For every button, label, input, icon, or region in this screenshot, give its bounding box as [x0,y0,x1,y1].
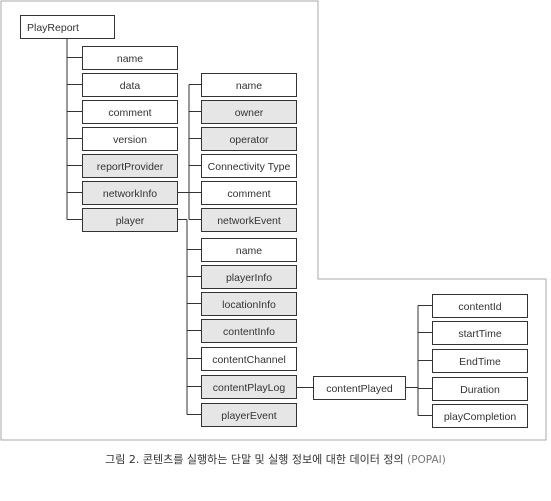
node-box-player-contentplaylog [201,375,297,399]
caption-source: (POPAI) [407,454,446,466]
node-box-networkinfo-networkevent [201,208,297,232]
node-player-contentinfo: contentInfo [201,319,297,343]
node-player-contentplaylog: contentPlayLog [201,375,297,399]
node-label-player-contentinfo: contentInfo [223,326,275,338]
node-box-name [82,46,178,70]
node-label-contentplayed-contentid: contentId [458,301,501,313]
node-reportprovider: reportProvider [82,154,178,178]
node-label-networkinfo-name: name [236,80,262,92]
node-box-reportprovider [82,154,178,178]
node-label-networkinfo-operator: operator [229,134,269,146]
node-box-player-contentchannel [201,347,297,371]
tree-diagram: PlayReport name data comment version reportPr… [0,0,547,441]
node-player: player [82,208,178,232]
node-contentplayed-starttime: startTime [432,321,528,345]
node-label-contentplayed-starttime: startTime [458,328,502,340]
node-player-contentchannel: contentChannel [201,347,297,371]
node-label-player-playerinfo: playerInfo [226,272,272,284]
node-label-networkinfo-owner: owner [235,107,264,119]
node-label-comment: comment [108,107,151,119]
node-box-contentplayed [313,376,406,400]
node-label-networkinfo-connectivity-type: Connectivity Type [208,161,291,173]
node-name: name [82,46,178,70]
node-label-playreport: PlayReport [27,22,79,34]
node-player-playerevent: playerEvent [201,403,297,427]
node-box-player-playerinfo [201,265,297,289]
node-box-playreport [20,15,115,39]
node-label-reportprovider: reportProvider [97,161,164,173]
node-label-contentplayed-playcompletion: playCompletion [444,411,517,423]
node-networkinfo-operator: operator [201,127,297,151]
node-contentplayed: contentPlayed [313,376,406,400]
node-box-contentplayed-duration [432,377,528,401]
node-player-playerinfo: playerInfo [201,265,297,289]
node-playreport: PlayReport [20,15,115,39]
node-box-player-name [201,238,297,262]
node-label-contentplayed-endtime: EndTime [459,356,501,368]
node-label-player-name: name [236,245,262,257]
node-contentplayed-duration: Duration [432,377,528,401]
node-box-data [82,73,178,97]
node-label-player-locationinfo: locationInfo [222,299,276,311]
node-label-player: player [116,215,145,227]
node-box-networkinfo-connectivity-type [201,154,297,178]
node-networkinfo: networkInfo [82,181,178,205]
caption-text: 그림 2. 콘텐츠를 실행하는 단말 및 실행 정보에 대한 데이터 정의 [105,453,404,466]
node-box-contentplayed-endtime [432,349,528,373]
node-box-player-contentinfo [201,319,297,343]
node-label-contentplayed: contentPlayed [326,383,393,395]
node-label-networkinfo-networkevent: networkEvent [217,215,281,227]
node-box-version [82,127,178,151]
node-version: version [82,127,178,151]
node-player-locationinfo: locationInfo [201,292,297,316]
node-box-player-playerevent [201,403,297,427]
node-contentplayed-endtime: EndTime [432,349,528,373]
node-contentplayed-playcompletion: playCompletion [432,404,528,428]
frame-outline [0,0,547,441]
node-label-name: name [117,53,143,65]
node-contentplayed-contentid: contentId [432,294,528,318]
node-networkinfo-connectivity-type: Connectivity Type [201,154,297,178]
node-networkinfo-name: name [201,73,297,97]
node-data: data [82,73,178,97]
node-box-networkinfo-owner [201,100,297,124]
connectors [66,38,432,416]
node-comment: comment [82,100,178,124]
node-label-player-contentplaylog: contentPlayLog [213,382,286,394]
figure-caption: 그림 2. 콘텐츠를 실행하는 단말 및 실행 정보에 대한 데이터 정의 (P… [0,451,551,467]
node-networkinfo-networkevent: networkEvent [201,208,297,232]
node-networkinfo-comment: comment [201,181,297,205]
node-label-player-contentchannel: contentChannel [212,354,286,366]
node-label-networkinfo: networkInfo [103,188,157,200]
node-box-networkinfo-operator [201,127,297,151]
node-label-version: version [113,134,147,146]
node-label-networkinfo-comment: comment [227,188,270,200]
node-box-networkinfo-comment [201,181,297,205]
node-label-contentplayed-duration: Duration [460,384,500,396]
nodes: PlayReport name data comment version reportPr… [20,15,528,428]
node-box-contentplayed-contentid [432,294,528,318]
node-label-data: data [120,80,141,92]
node-box-player [82,208,178,232]
node-player-name: name [201,238,297,262]
node-label-player-playerevent: playerEvent [221,410,277,422]
node-box-comment [82,100,178,124]
node-box-networkinfo-name [201,73,297,97]
node-box-contentplayed-starttime [432,321,528,345]
node-box-contentplayed-playcompletion [432,404,528,428]
node-networkinfo-owner: owner [201,100,297,124]
node-box-networkinfo [82,181,178,205]
node-box-player-locationinfo [201,292,297,316]
